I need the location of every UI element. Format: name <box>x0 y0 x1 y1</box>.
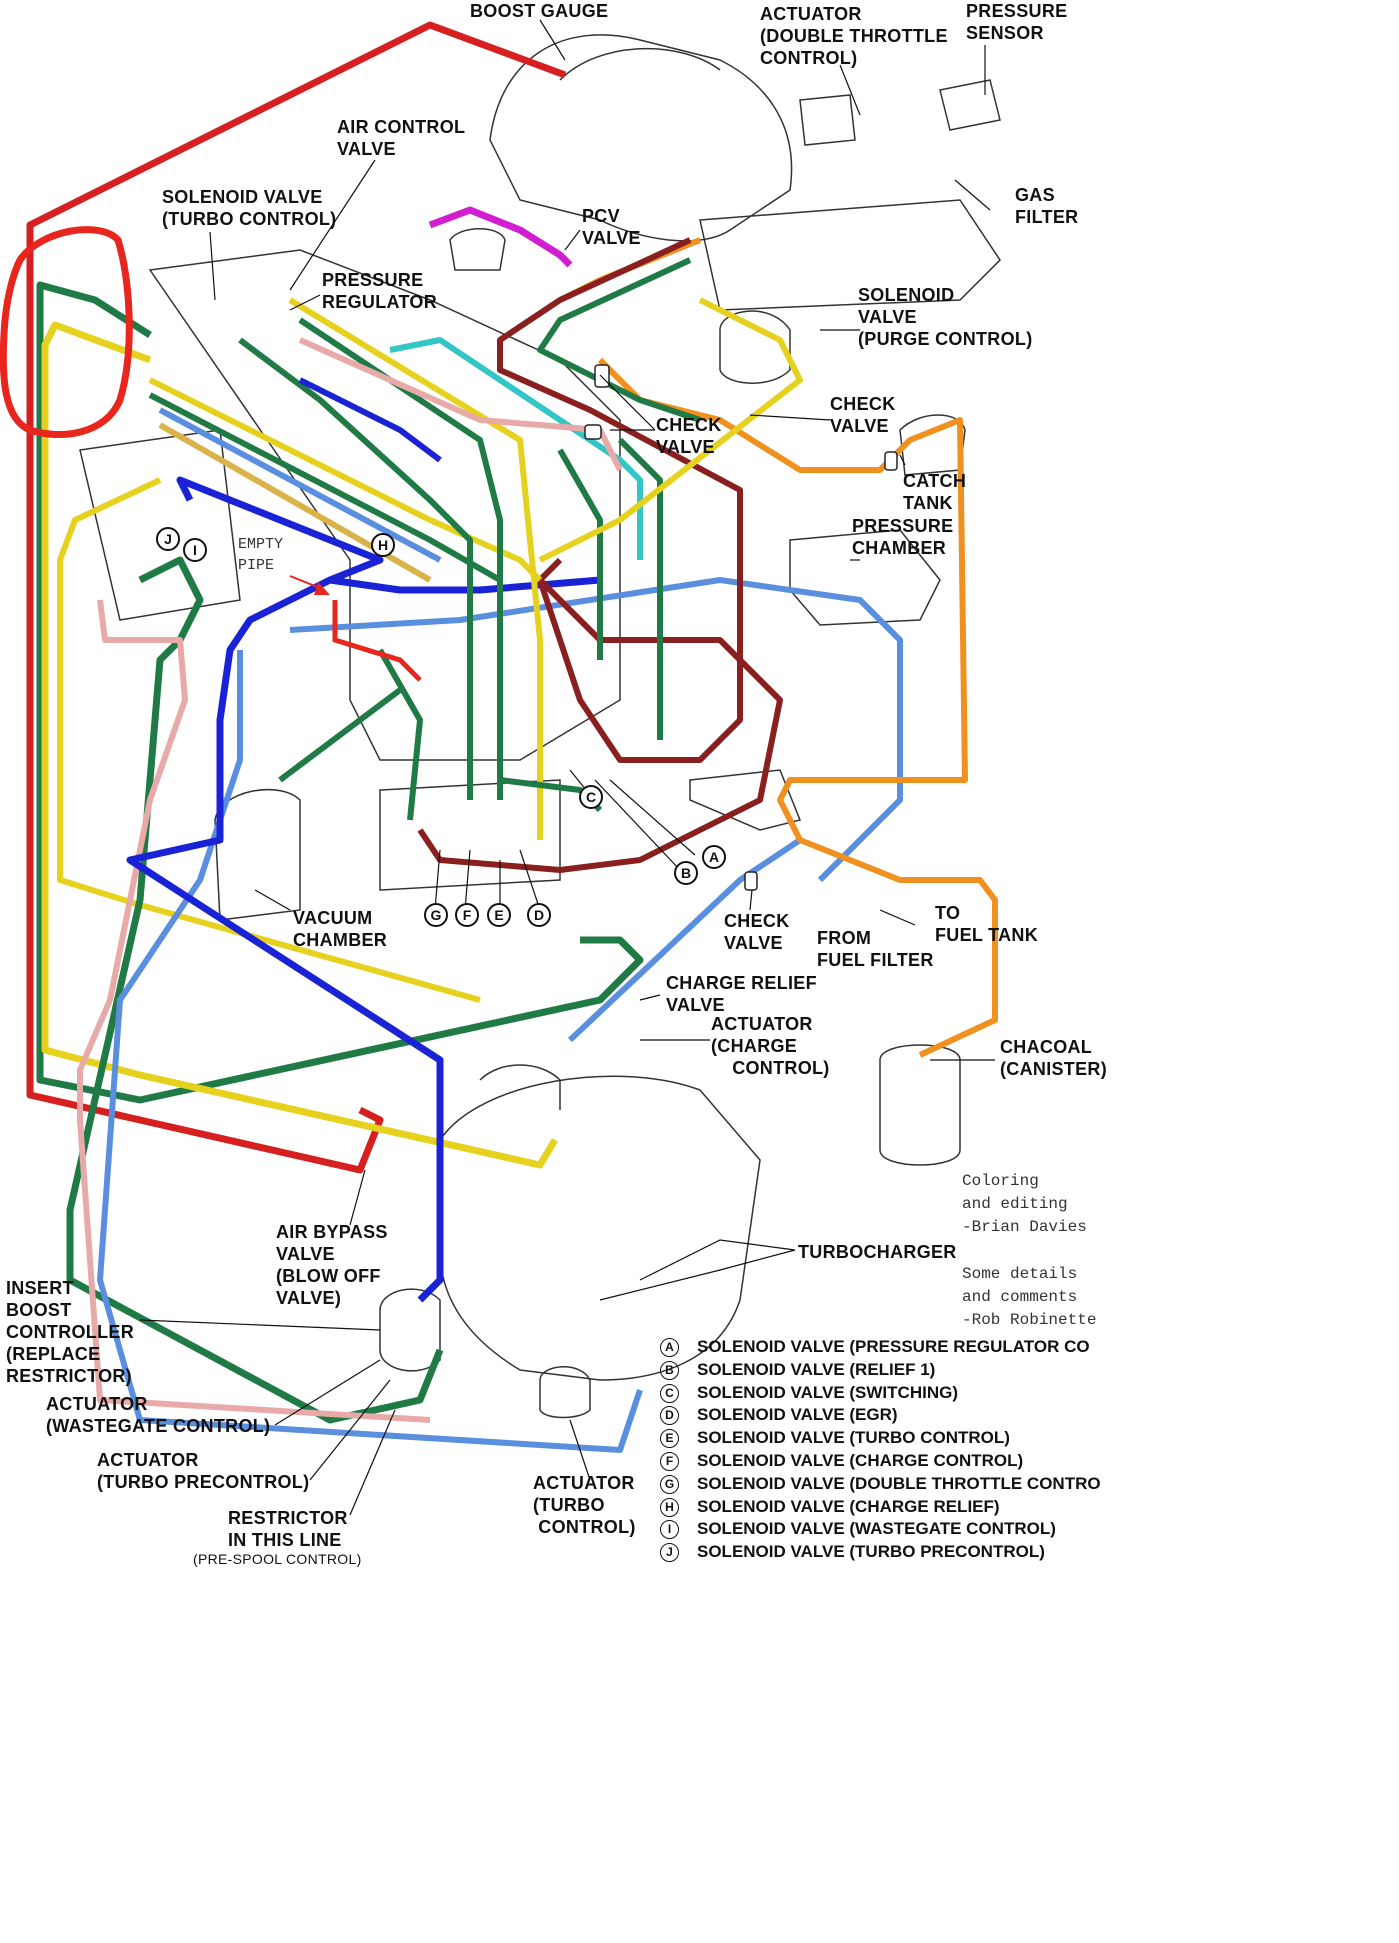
hose-pink <box>77 599 431 1423</box>
legend-text: SOLENOID VALVE (RELIEF 1) <box>697 1359 936 1379</box>
check-valve-marks <box>584 364 898 891</box>
legend-row: G SOLENOID VALVE (DOUBLE THROTTLE CONTRO <box>660 1474 1101 1494</box>
label-solenoid-turbo-control: SOLENOID VALVE (TURBO CONTROL) <box>162 187 337 229</box>
legend-row: A SOLENOID VALVE (PRESSURE REGULATOR CO <box>660 1337 1090 1358</box>
legend-key-badge: B <box>660 1360 679 1380</box>
legend-row: B SOLENOID VALVE (RELIEF 1) <box>660 1360 935 1380</box>
label-check-valve-lower: CHECK VALVE <box>724 911 790 953</box>
legend-key-badge: C <box>660 1383 679 1403</box>
label-pressure-sensor: PRESSURE SENSOR <box>966 1 1068 43</box>
legend-row: D SOLENOID VALVE (EGR) <box>660 1405 898 1426</box>
hose-magenta <box>428 206 573 268</box>
legend-row: I SOLENOID VALVE (WASTEGATE CONTROL) <box>660 1519 1056 1540</box>
legend-text: SOLENOID VALVE (TURBO PRECONTROL) <box>697 1542 1045 1562</box>
credit-details: Some details and comments -Rob Robinette <box>962 1265 1097 1329</box>
legend-key-badge: J <box>660 1543 679 1563</box>
marker-j: J <box>156 527 180 551</box>
label-gas-filter: GAS FILTER <box>1015 185 1079 227</box>
legend-text: SOLENOID VALVE (DOUBLE THROTTLE CONTRO <box>697 1473 1101 1493</box>
legend-key-badge: F <box>660 1452 679 1472</box>
legend-row: E SOLENOID VALVE (TURBO CONTROL) <box>660 1428 1010 1449</box>
legend-row: C SOLENOID VALVE (SWITCHING) <box>660 1383 958 1403</box>
label-actuator-charge-control: ACTUATOR (CHARGE CONTROL) <box>711 1014 830 1078</box>
label-actuator-turbo-precontrol: ACTUATOR (TURBO PRECONTROL) <box>97 1450 310 1492</box>
legend-text: SOLENOID VALVE (CHARGE CONTROL) <box>697 1451 1024 1470</box>
label-solenoid-purge: SOLENOID VALVE (PURGE CONTROL) <box>858 285 1033 349</box>
credit-coloring: Coloring and editing -Brian Davies <box>962 1172 1087 1236</box>
legend-key-badge: A <box>660 1338 679 1358</box>
label-air-control-valve: AIR CONTROL VALVE <box>337 117 466 159</box>
marker-d: D <box>527 903 551 927</box>
marker-c: C <box>579 785 603 809</box>
marker-i: I <box>183 538 207 562</box>
legend-text: SOLENOID VALVE (PRESSURE REGULATOR CO <box>697 1337 1090 1356</box>
highlight-circle <box>0 226 133 439</box>
label-to-fuel-tank: TO FUEL TANK <box>935 903 1039 945</box>
marker-f: F <box>455 903 479 927</box>
empty-pipe-arrowhead <box>314 582 330 595</box>
label-prespool-control: (PRE-SPOOL CONTROL) <box>193 1551 362 1567</box>
hose-dark-green <box>36 281 644 1104</box>
label-chacoal-canister: CHACOAL (CANISTER) <box>1000 1037 1107 1079</box>
legend-text: SOLENOID VALVE (SWITCHING) <box>697 1382 958 1402</box>
leader-lines <box>139 19 995 1516</box>
label-empty-pipe: EMPTY PIPE <box>238 536 284 574</box>
legend-text: SOLENOID VALVE (WASTEGATE CONTROL) <box>697 1519 1056 1539</box>
legend-text: SOLENOID VALVE (CHARGE RELIEF) <box>697 1496 1000 1516</box>
marker-g: G <box>424 903 448 927</box>
hose-light-blue <box>97 577 903 1453</box>
label-pressure-chamber: PRESSURE CHAMBER <box>852 516 954 558</box>
empty-pipe <box>332 600 422 682</box>
marker-e: E <box>487 903 511 927</box>
label-catch-tank: CATCH TANK <box>903 471 967 513</box>
legend-key-badge: G <box>660 1474 679 1494</box>
hose-teal <box>389 337 643 560</box>
label-pcv-valve: PCV VALVE <box>582 206 641 248</box>
hose-maroon <box>417 237 783 873</box>
label-actuator-wastegate: ACTUATOR (WASTEGATE CONTROL) <box>46 1394 271 1436</box>
legend-text: SOLENOID VALVE (TURBO CONTROL) <box>697 1428 1010 1448</box>
marker-h: H <box>371 533 395 557</box>
marker-b: B <box>674 861 698 885</box>
label-actuator-double-throttle: ACTUATOR (DOUBLE THROTTLE CONTROL) <box>760 4 948 68</box>
legend-key-badge: I <box>660 1520 679 1540</box>
hose-red <box>26 21 567 1174</box>
label-vacuum-chamber: VACUUM CHAMBER <box>293 908 388 950</box>
label-boost-gauge: BOOST GAUGE <box>470 1 609 21</box>
legend-row: F SOLENOID VALVE (CHARGE CONTROL) <box>660 1451 1024 1472</box>
label-pressure-regulator: PRESSURE REGULATOR <box>322 270 438 312</box>
label-turbocharger: TURBOCHARGER <box>798 1242 957 1262</box>
label-air-bypass-valve: AIR BYPASS VALVE (BLOW OFF VALVE) <box>276 1222 388 1308</box>
label-from-fuel-filter: FROM FUEL FILTER <box>817 928 934 970</box>
hose-yellow-inner <box>57 477 481 1003</box>
legend-key-badge: E <box>660 1429 679 1449</box>
label-insert-boost-controller: INSERT BOOST CONTROLLER (REPLACE RESTRIC… <box>6 1278 134 1386</box>
marker-a: A <box>702 845 726 869</box>
legend-text: SOLENOID VALVE (EGR) <box>697 1405 898 1425</box>
legend-key-badge: D <box>660 1406 679 1426</box>
label-check-valve-upper: CHECK VALVE <box>656 415 722 457</box>
legend-row: H SOLENOID VALVE (CHARGE RELIEF) <box>660 1497 1000 1517</box>
legend-row: J SOLENOID VALVE (TURBO PRECONTROL) <box>660 1542 1045 1563</box>
hose-yellow-outer <box>41 321 559 1169</box>
label-actuator-turbo-control: ACTUATOR (TURBO CONTROL) <box>533 1473 636 1537</box>
label-charge-relief-valve: CHARGE RELIEF VALVE <box>666 973 817 1015</box>
label-check-valve-right: CHECK VALVE <box>830 394 896 436</box>
label-restrictor: RESTRICTOR IN THIS LINE <box>228 1508 348 1550</box>
legend-key-badge: H <box>660 1497 679 1517</box>
vacuum-hose-diagram <box>0 19 1001 1516</box>
